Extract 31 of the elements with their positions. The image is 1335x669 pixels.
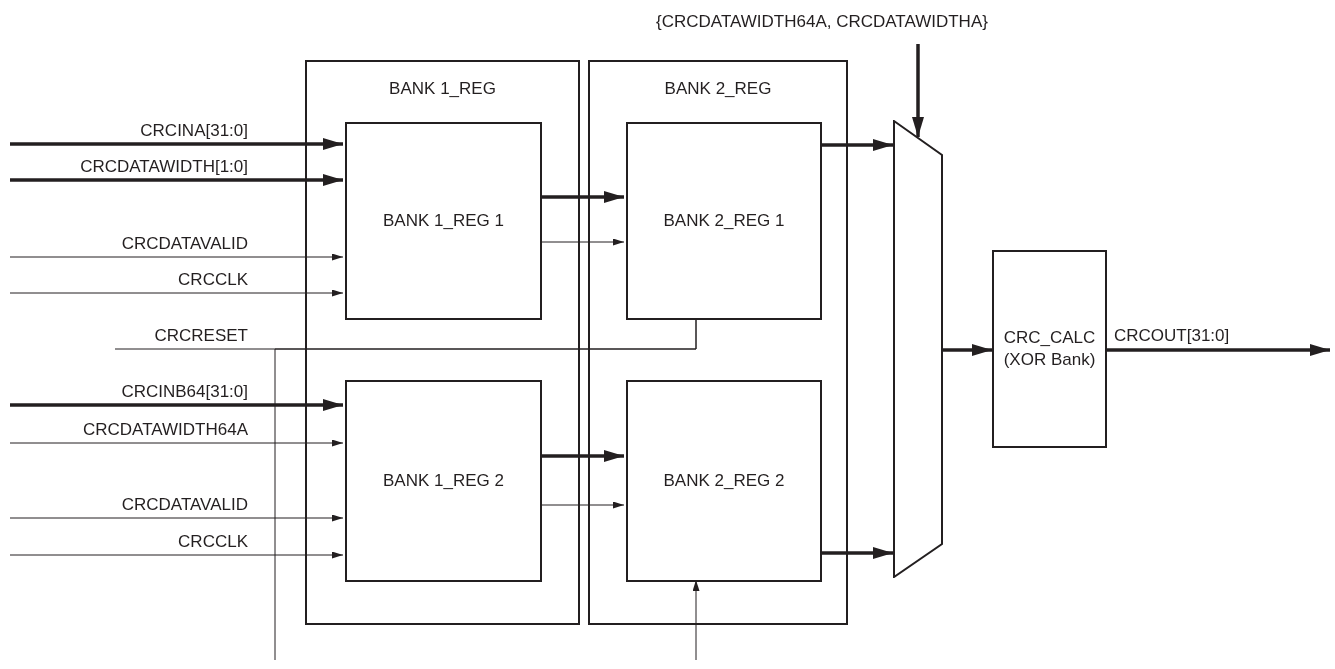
register-box [626,122,822,320]
multiplexer-symbol [893,120,943,578]
register-box [626,380,822,582]
register-box [992,250,1107,448]
arrow [9,289,344,297]
signal-label: CRCOUT[31:0] [1112,326,1232,346]
signal-label: CRCDATAWIDTH[1:0] [78,157,250,177]
arrow [9,514,344,522]
signal-label: {CRCDATAWIDTH64A, CRCDATAWIDTHA} [654,12,990,32]
box-label: BANK 2_REG 2 [663,470,785,492]
arrow [9,551,344,559]
arrow [943,344,992,356]
arrow [1107,344,1330,356]
register-bank-group [588,60,848,625]
box-label: BANK 1_REG 1 [383,210,504,232]
box-label: BANK 1_REG 2 [383,470,504,492]
arrow [9,439,344,447]
arrow [10,138,343,150]
group-title: BANK 1_REG [388,78,497,100]
arrow [912,44,924,137]
arrow [10,399,343,411]
register-box [345,122,542,320]
signal-label: CRCINB64[31:0] [119,382,250,402]
box-label: BANK 2_REG 1 [663,210,785,232]
register-bank-group [305,60,580,625]
arrow [9,253,344,261]
signal-label: CRCINA[31:0] [138,121,250,141]
group-title: BANK 2_REG [663,78,773,100]
arrow [10,174,343,186]
register-box [345,380,542,582]
box-label: CRC_CALC (XOR Bank) [1002,327,1097,371]
